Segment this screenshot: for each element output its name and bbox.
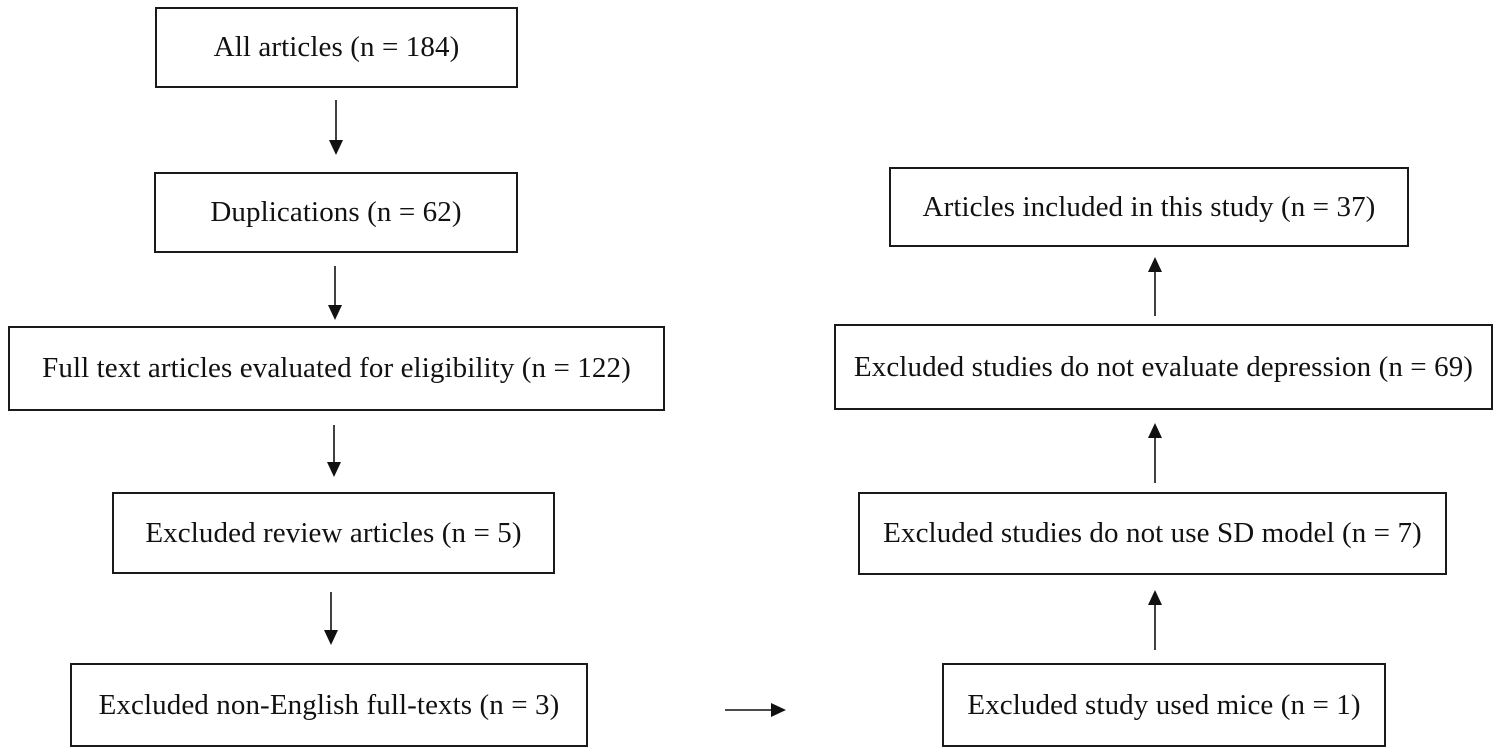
arrow-full-text-to-review xyxy=(327,425,341,477)
box-all-articles-label: All articles (n = 184) xyxy=(213,31,460,63)
arrow-no-sd-model-to-no-depression xyxy=(1148,423,1162,483)
arrow-non-english-to-mice xyxy=(725,703,786,717)
box-excluded-no-depression: Excluded studies do not evaluate depress… xyxy=(834,324,1493,410)
box-excluded-no-sd-model: Excluded studies do not use SD model (n … xyxy=(858,492,1447,575)
box-included: Articles included in this study (n = 37) xyxy=(889,167,1409,247)
box-excluded-non-english: Excluded non-English full-texts (n = 3) xyxy=(70,663,588,747)
box-excluded-mice: Excluded study used mice (n = 1) xyxy=(942,663,1386,747)
box-full-text-evaluated: Full text articles evaluated for eligibi… xyxy=(8,326,665,411)
box-full-text-evaluated-label: Full text articles evaluated for eligibi… xyxy=(42,352,631,384)
box-duplications: Duplications (n = 62) xyxy=(154,172,518,253)
box-included-label: Articles included in this study (n = 37) xyxy=(922,190,1376,223)
box-excluded-non-english-label: Excluded non-English full-texts (n = 3) xyxy=(98,688,560,721)
box-excluded-review: Excluded review articles (n = 5) xyxy=(112,492,555,574)
box-duplications-label: Duplications (n = 62) xyxy=(210,196,462,228)
arrow-all-to-duplications xyxy=(329,100,343,155)
box-excluded-review-label: Excluded review articles (n = 5) xyxy=(145,516,522,549)
arrow-no-depression-to-included xyxy=(1148,257,1162,316)
box-excluded-no-depression-label: Excluded studies do not evaluate depress… xyxy=(853,350,1474,383)
arrow-mice-to-no-sd-model xyxy=(1148,590,1162,650)
box-excluded-no-sd-model-label: Excluded studies do not use SD model (n … xyxy=(883,517,1422,549)
arrow-review-to-non-english xyxy=(324,592,338,645)
box-all-articles: All articles (n = 184) xyxy=(155,7,518,88)
arrow-duplications-to-full-text xyxy=(328,266,342,320)
box-excluded-mice-label: Excluded study used mice (n = 1) xyxy=(967,688,1361,721)
